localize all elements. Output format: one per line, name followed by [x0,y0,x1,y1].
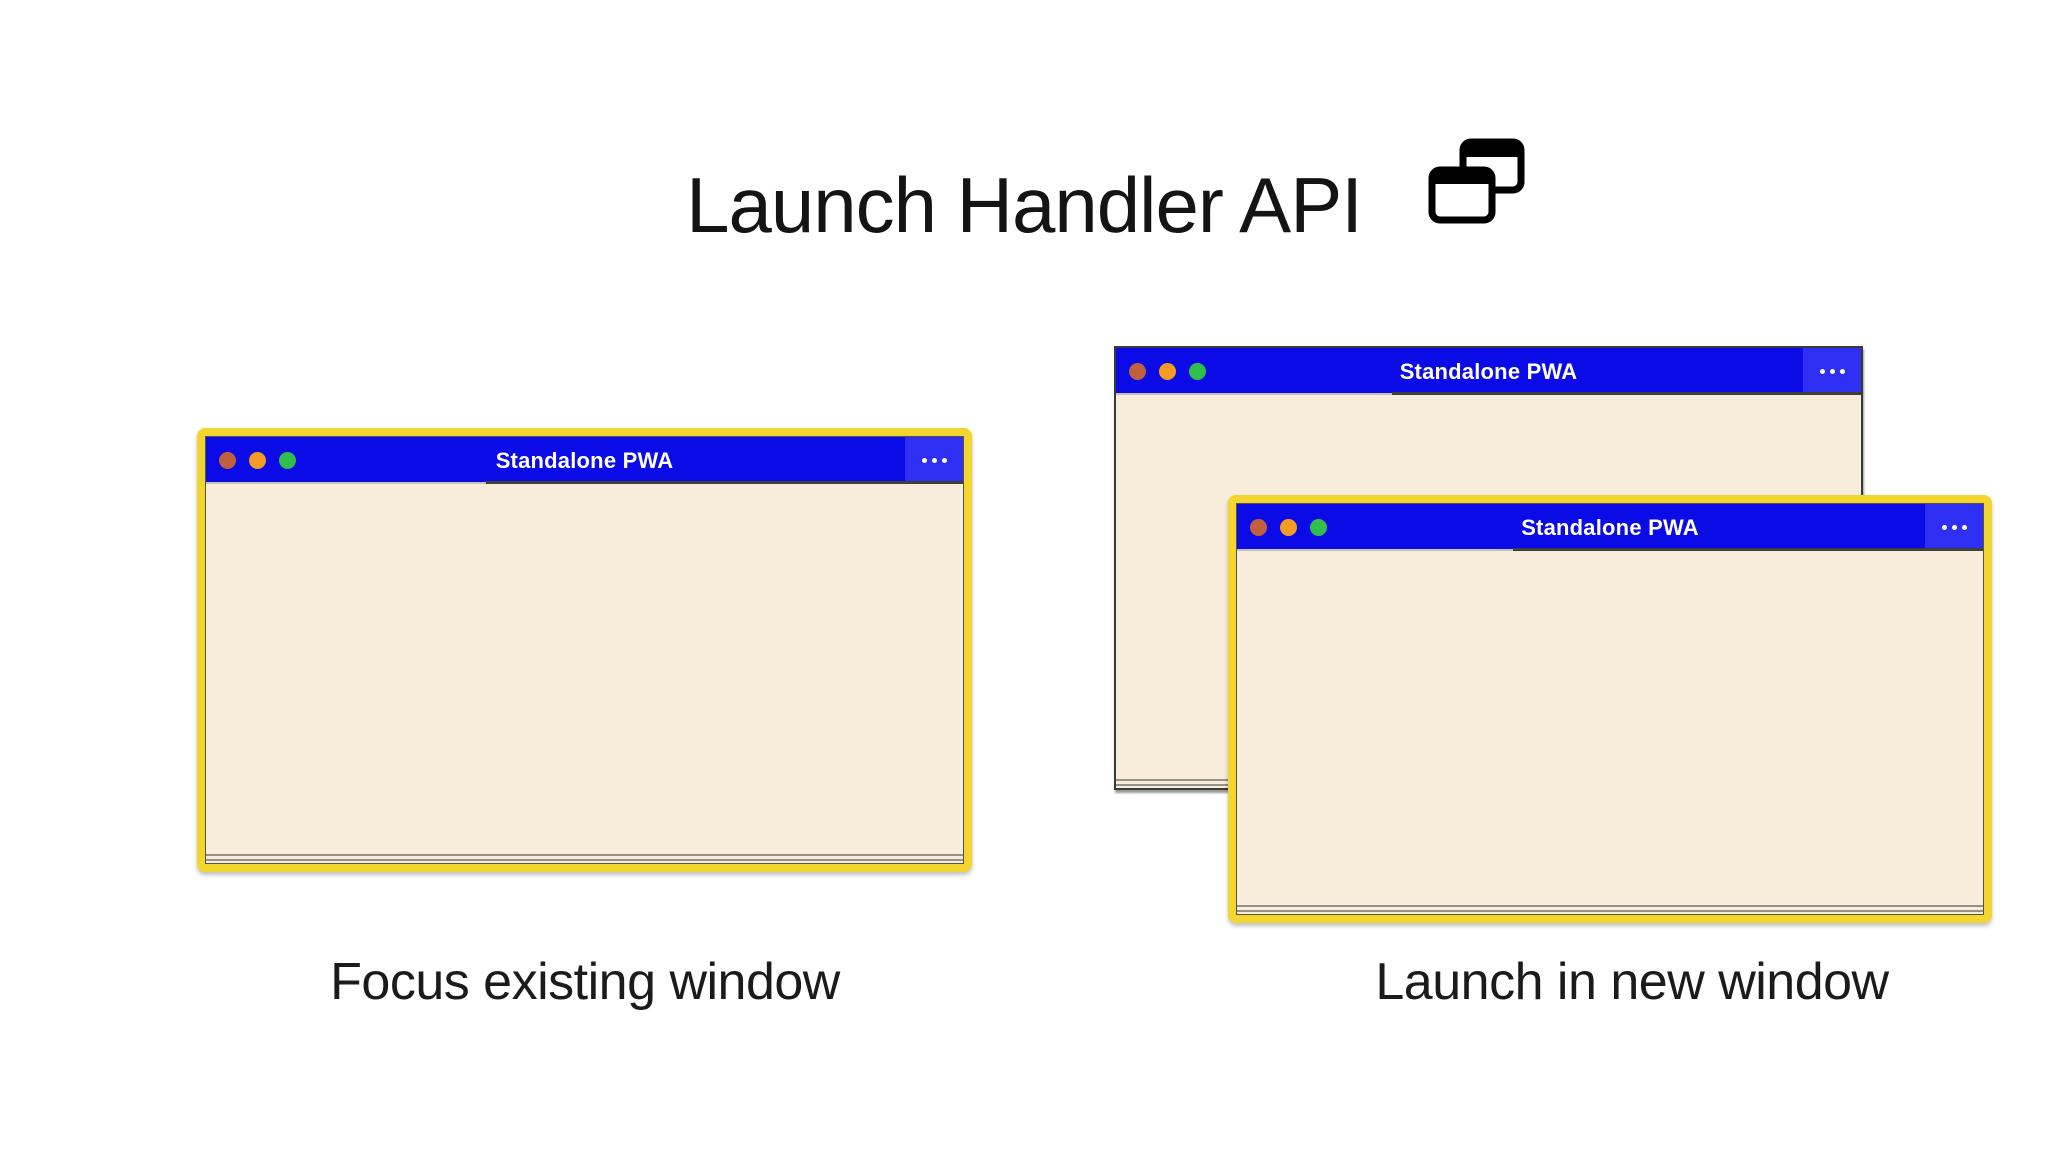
ellipsis-icon [1941,525,1947,530]
ellipsis-icon [1961,525,1967,530]
titlebar-underline-dark [1391,392,1861,396]
ellipsis-icon [941,458,947,463]
caption-launch-new: Launch in new window [1375,953,1889,1011]
window-title: Standalone PWA [1399,358,1578,384]
minimize-icon[interactable] [1159,363,1176,380]
window-bottom-edge [206,854,963,861]
pwa-window-launched-new: Standalone PWA [1228,495,1992,923]
close-icon[interactable] [219,452,236,469]
window-title: Standalone PWA [495,447,674,473]
window-body [1237,551,1983,914]
minimize-icon[interactable] [1280,519,1297,536]
more-button[interactable] [1925,504,1983,551]
traffic-lights [1129,348,1206,395]
ellipsis-icon [1951,525,1957,530]
close-icon[interactable] [1250,519,1267,536]
traffic-lights [219,437,296,484]
zoom-icon[interactable] [1310,519,1327,536]
titlebar-underline-light [1116,393,1392,396]
more-button[interactable] [1803,348,1861,395]
titlebar-underline-light [1237,549,1514,552]
page-title: Launch Handler API [686,161,1363,249]
titlebar: Standalone PWA [206,437,963,485]
close-icon[interactable] [1129,363,1146,380]
minimize-icon[interactable] [249,452,266,469]
ellipsis-icon [1819,369,1825,374]
caption-focus-existing: Focus existing window [330,953,840,1011]
ellipsis-icon [1829,369,1835,374]
titlebar-underline-dark [1513,548,1983,552]
overlapping-windows-icon [1428,138,1525,224]
window-title: Standalone PWA [1521,514,1699,540]
ellipsis-icon [921,458,927,463]
pwa-window-focus-existing: Standalone PWA [197,428,972,872]
window-bottom-edge [1237,905,1983,912]
titlebar: Standalone PWA [1237,504,1983,552]
titlebar: Standalone PWA [1116,348,1861,396]
traffic-lights [1250,504,1327,551]
titlebar-underline-dark [486,481,963,485]
window-frame: Standalone PWA [205,436,964,864]
ellipsis-icon [1839,369,1845,374]
more-button[interactable] [905,437,963,484]
ellipsis-icon [931,458,937,463]
zoom-icon[interactable] [1189,363,1206,380]
window-body [206,484,963,863]
titlebar-underline-light [206,482,487,485]
window-frame: Standalone PWA [1236,503,1984,915]
zoom-icon[interactable] [279,452,296,469]
